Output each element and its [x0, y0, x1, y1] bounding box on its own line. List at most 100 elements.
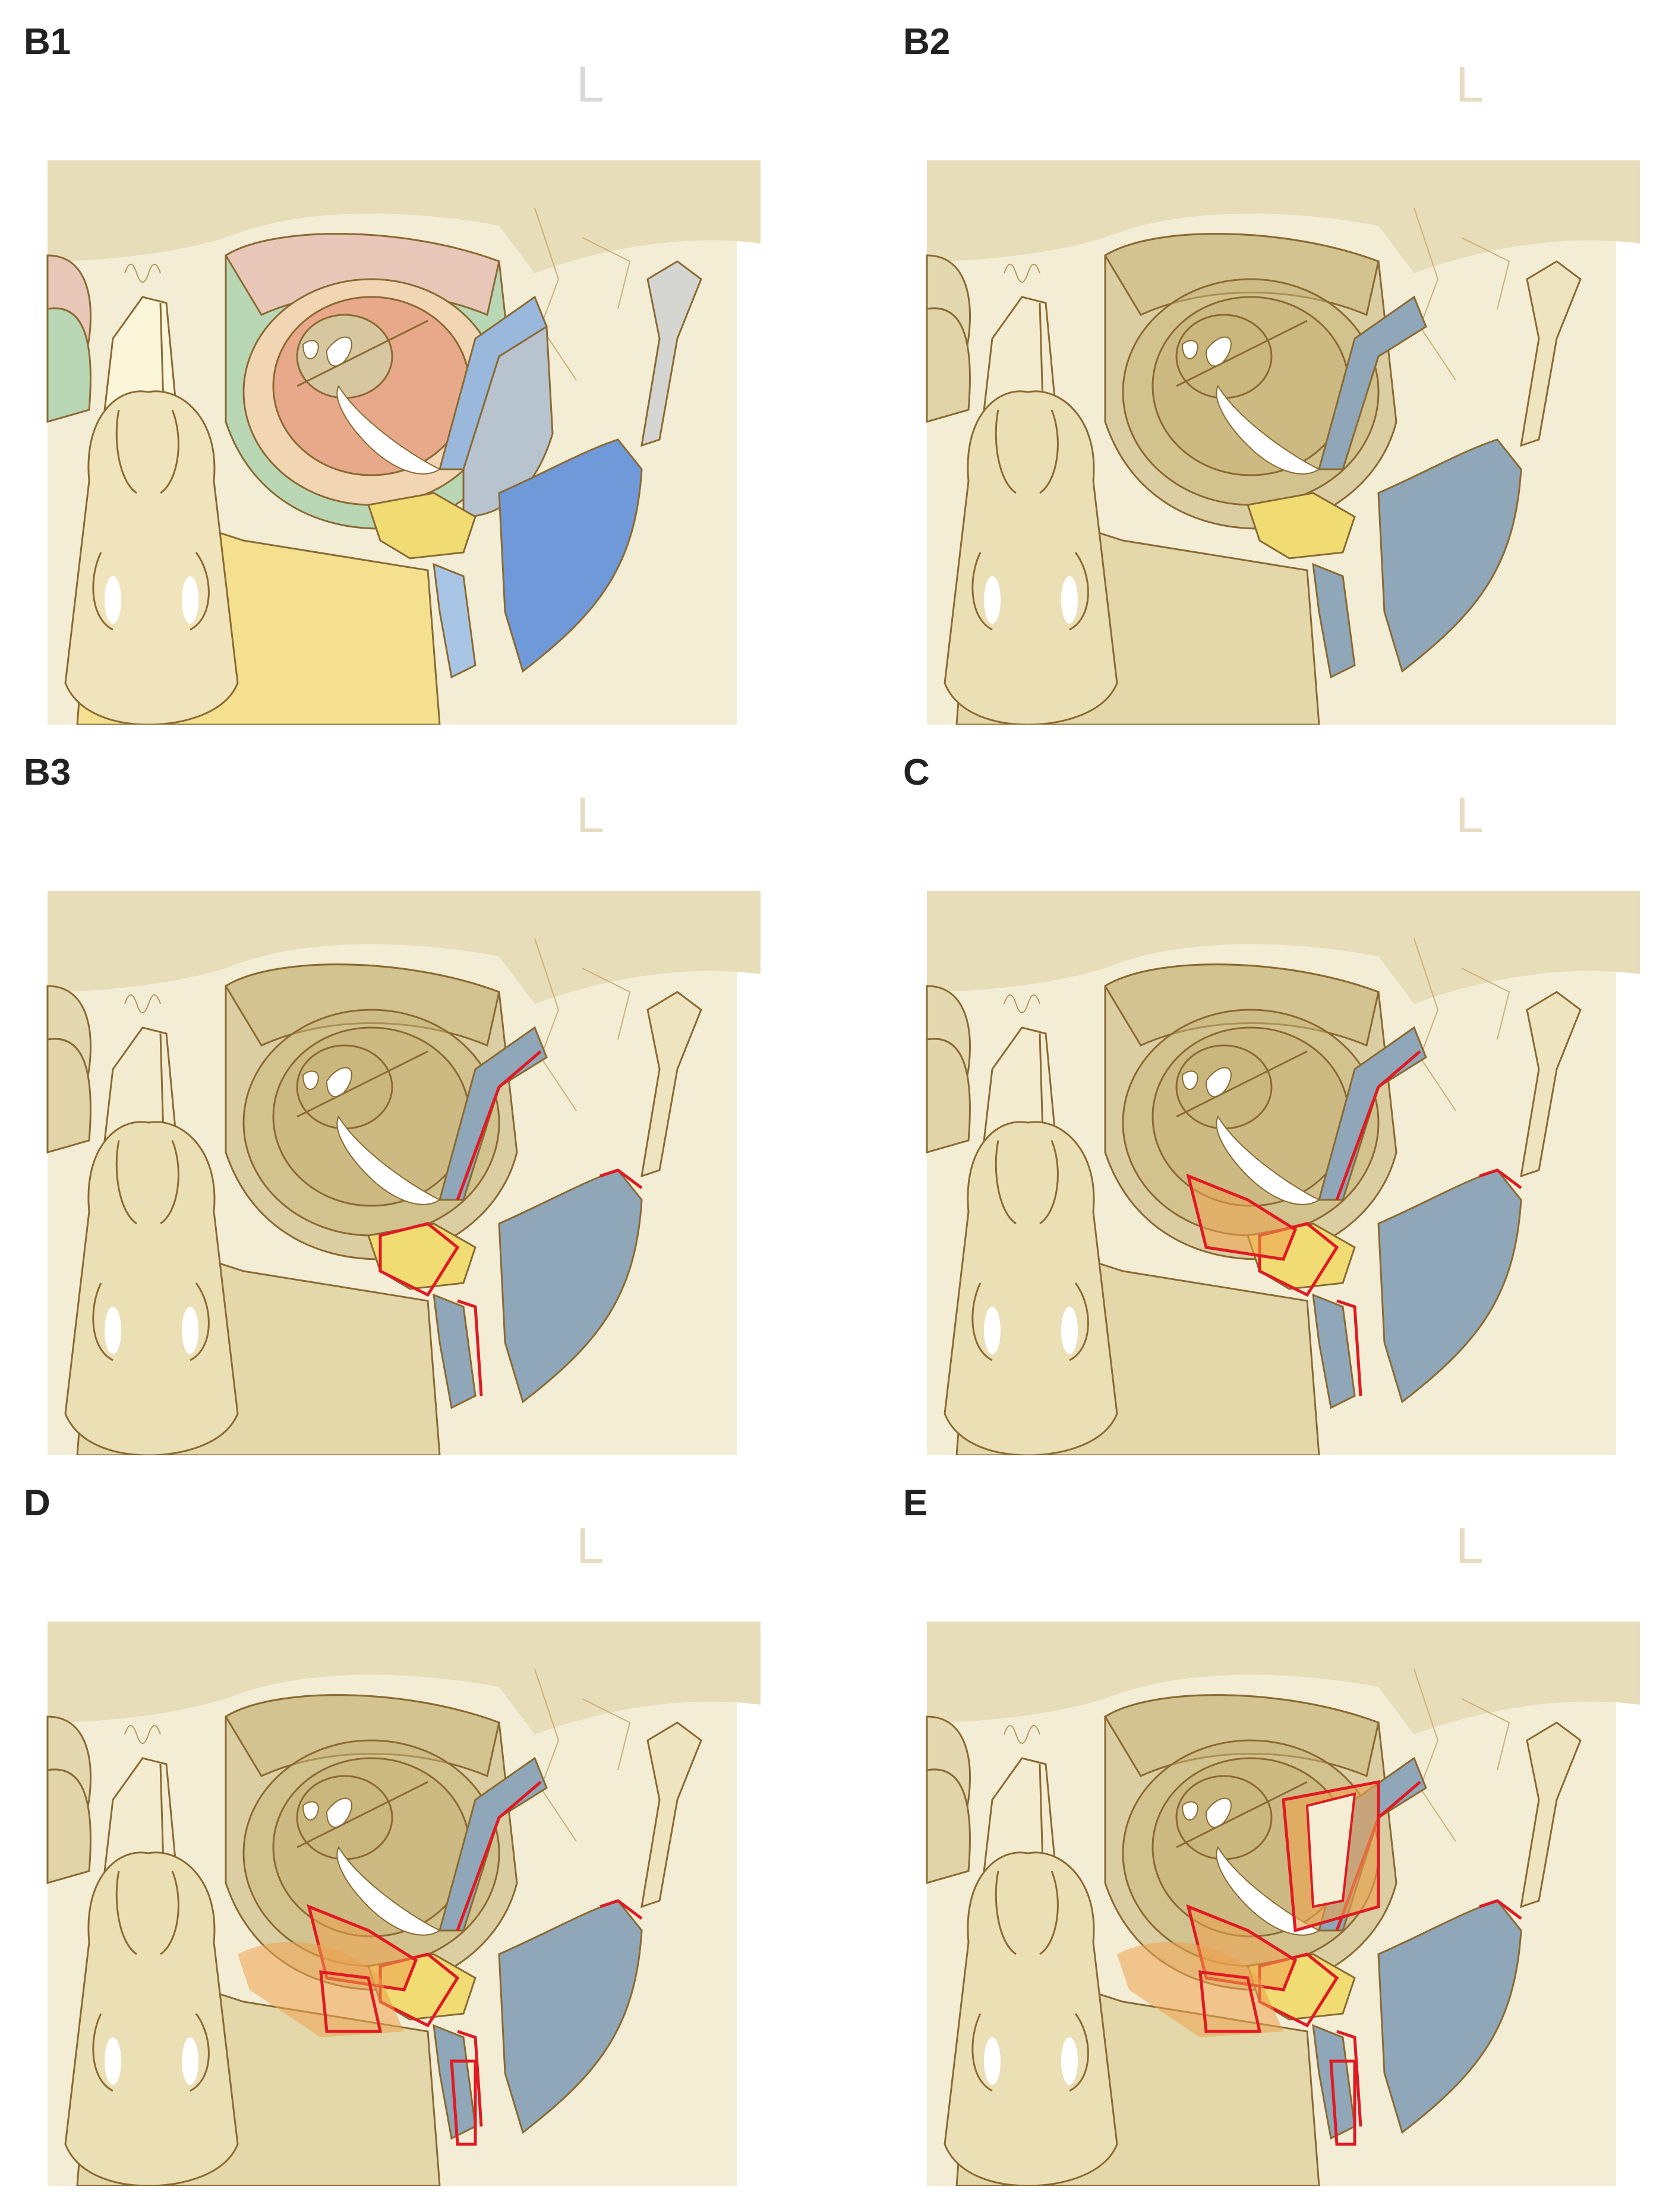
suture-line: [1004, 994, 1040, 1013]
orbit-suture: [1176, 1050, 1308, 1118]
fracture-line: [378, 1222, 460, 1297]
skull-illustration: [903, 1622, 1640, 2186]
lateral-orbital-wall: [1318, 295, 1427, 470]
panel-label: C: [903, 752, 930, 793]
orbital-floor-patch: [1247, 492, 1356, 560]
fracture-fragment: [1305, 1792, 1356, 1908]
nasal-aperture: [944, 1851, 1118, 2186]
fracture-line: [600, 1899, 643, 1920]
zygomaticomaxillary-strip: [1312, 1293, 1356, 1410]
contralateral-maxilla: [46, 1768, 92, 1884]
zygomatic-process: [1520, 991, 1582, 1178]
orbit-suture: [1176, 320, 1308, 387]
zygoma: [1377, 1900, 1522, 2134]
tooth-root: [92, 2013, 210, 2092]
suture-line: [534, 938, 631, 1111]
fracture-line: [600, 1168, 643, 1189]
superior-orbital-fissure: [326, 336, 352, 367]
optic-canal: [1181, 1801, 1198, 1821]
inferior-orbital-fissure: [1216, 1115, 1320, 1205]
highlight: [105, 576, 121, 624]
fracture-line: [457, 2030, 483, 2127]
skull-svg: [46, 1622, 761, 2186]
inferior-orbital-fissure: [336, 1846, 441, 1936]
zygoma: [498, 438, 643, 673]
panel-label: D: [24, 1483, 51, 1524]
skull-svg: [926, 891, 1640, 1455]
suture-line: [124, 1725, 161, 1744]
fracture-line: [1258, 1222, 1339, 1297]
nasal-concha: [995, 1140, 1059, 1225]
figure-panel-b3: B3 L: [24, 754, 761, 1455]
suture-line: [534, 1669, 631, 1842]
zygomatic-process: [1520, 260, 1582, 447]
contralateral-maxilla: [926, 1768, 971, 1884]
frontal-bone: [927, 891, 1640, 1004]
tooth-root: [92, 552, 210, 631]
optic-canal: [302, 1801, 319, 1821]
nasal-aperture: [64, 1851, 239, 2186]
zygoma: [498, 1900, 643, 2134]
panel-label: B2: [903, 21, 951, 62]
side-marker: L: [1456, 1518, 1484, 1573]
tooth-root: [971, 2013, 1089, 2092]
zygoma: [498, 1169, 643, 1404]
orbit-suture: [296, 320, 428, 387]
skull-illustration: [903, 891, 1640, 1455]
suture-line: [1414, 938, 1510, 1111]
optic-canal: [302, 1070, 319, 1090]
highlight: [182, 576, 198, 624]
fracture-line: [1336, 1299, 1362, 1396]
optic-canal: [1181, 1070, 1198, 1090]
superior-orbital-fissure: [326, 1797, 352, 1828]
contralateral-maxilla: [46, 307, 92, 423]
tooth-root: [971, 552, 1089, 631]
inferior-orbital-fissure: [1216, 384, 1320, 475]
superior-orbital-fissure: [1205, 336, 1232, 367]
zygoma: [1377, 1169, 1522, 1404]
contralateral-maxilla: [926, 1038, 971, 1154]
suture-line: [1414, 207, 1510, 381]
frontal-bone: [927, 1622, 1640, 1734]
highlight: [984, 1307, 1001, 1354]
fracture-line: [319, 1970, 383, 2033]
skull-svg: [46, 160, 761, 725]
frontal-bone: [48, 160, 761, 273]
inferior-orbital-fissure: [336, 384, 441, 475]
suture-line: [124, 994, 161, 1013]
highlight: [984, 576, 1001, 624]
suture-line: [1004, 1725, 1040, 1744]
zygomaticomaxillary-strip: [433, 1293, 477, 1410]
skull-illustration: [903, 160, 1640, 725]
frontal-bone: [927, 160, 1640, 273]
side-marker: L: [576, 1518, 604, 1573]
nasal-aperture: [944, 1121, 1118, 1455]
highlight: [1061, 2037, 1078, 2085]
fracture-line: [450, 2059, 477, 2146]
zygoma: [1377, 438, 1522, 673]
panel-label: B3: [24, 752, 71, 793]
zygomaticomaxillary-strip: [1312, 563, 1356, 679]
zygomatic-process: [641, 1721, 702, 1908]
side-marker: L: [1456, 787, 1484, 843]
fracture-line: [1479, 1168, 1522, 1189]
zygomaticomaxillary-strip: [433, 563, 477, 679]
highlight: [984, 2037, 1001, 2085]
zygomatic-process: [641, 260, 702, 447]
tooth-root: [92, 1282, 210, 1361]
nasal-concha: [115, 1140, 179, 1225]
side-marker: L: [576, 56, 604, 112]
figure-panel-d: D L: [24, 1485, 761, 2186]
suture-line: [534, 207, 631, 381]
nasal-aperture: [64, 1121, 239, 1455]
orbit-suture: [296, 1050, 428, 1118]
frontal-bone: [48, 891, 761, 1004]
maxillary-injury: [238, 1942, 404, 2037]
highlight: [105, 2037, 121, 2085]
fracture-line: [1329, 2059, 1356, 2146]
superior-orbital-fissure: [1205, 1067, 1232, 1098]
figure-panel-c: C L: [903, 754, 1640, 1455]
nasal-concha: [995, 409, 1059, 494]
fracture-line: [1479, 1899, 1522, 1920]
skull-illustration: [24, 160, 761, 725]
